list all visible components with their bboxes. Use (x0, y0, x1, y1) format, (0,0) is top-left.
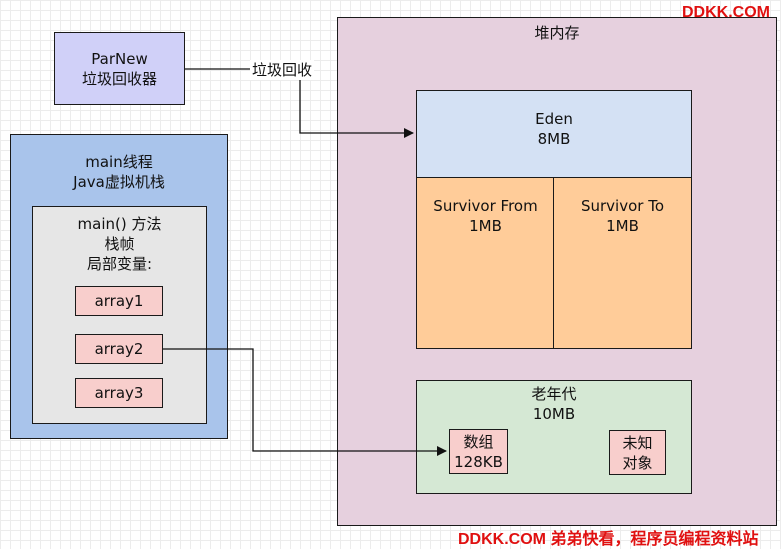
array-object-box: 数组 128KB (449, 429, 508, 474)
survivor-from-size: 1MB (469, 217, 502, 235)
parnew-name: ParNew (91, 49, 148, 68)
watermark-top: DDKK.COM (682, 4, 770, 21)
unknown-object-line1: 未知 (622, 433, 653, 452)
unknown-object-line2: 对象 (622, 453, 653, 472)
local-var-label: array3 (94, 384, 144, 402)
gc-edge-label: 垃圾回收 (250, 60, 315, 80)
frame-label: 栈帧 (104, 235, 135, 253)
local-var-array3: array3 (75, 378, 163, 408)
frame-method: main() 方法 (77, 215, 162, 233)
frame-locals-label: 局部变量: (86, 255, 153, 273)
eden-box: Eden 8MB (416, 90, 692, 178)
heap-title: 堆内存 (534, 24, 580, 42)
old-generation-name: 老年代 (531, 385, 577, 403)
parnew-desc: 垃圾回收器 (81, 69, 157, 88)
survivor-to-box: Survivor To 1MB (553, 177, 692, 349)
thread-title: main线程 (85, 153, 153, 171)
eden-name: Eden (535, 110, 573, 128)
survivor-from-name: Survivor From (433, 197, 538, 215)
local-var-label: array2 (94, 340, 144, 358)
local-var-array2: array2 (75, 334, 163, 364)
array-object-label: 数组 (463, 432, 494, 451)
survivor-to-size: 1MB (606, 217, 639, 235)
local-var-array1: array1 (75, 286, 163, 316)
watermark-bottom: DDKK.COM 弟弟快看，程序员编程资料站 (458, 531, 759, 548)
survivor-from-box: Survivor From 1MB (416, 177, 555, 349)
gc-edge (185, 68, 414, 138)
reference-edge (163, 348, 447, 456)
eden-size: 8MB (537, 130, 571, 148)
array-object-size: 128KB (454, 452, 503, 471)
parnew-collector-box: ParNew 垃圾回收器 (54, 32, 185, 105)
unknown-object-box: 未知 对象 (609, 430, 666, 475)
thread-subtitle: Java虚拟机栈 (73, 173, 165, 191)
old-generation-size: 10MB (532, 405, 576, 423)
local-var-label: array1 (94, 292, 144, 310)
survivor-to-name: Survivor To (580, 197, 665, 215)
